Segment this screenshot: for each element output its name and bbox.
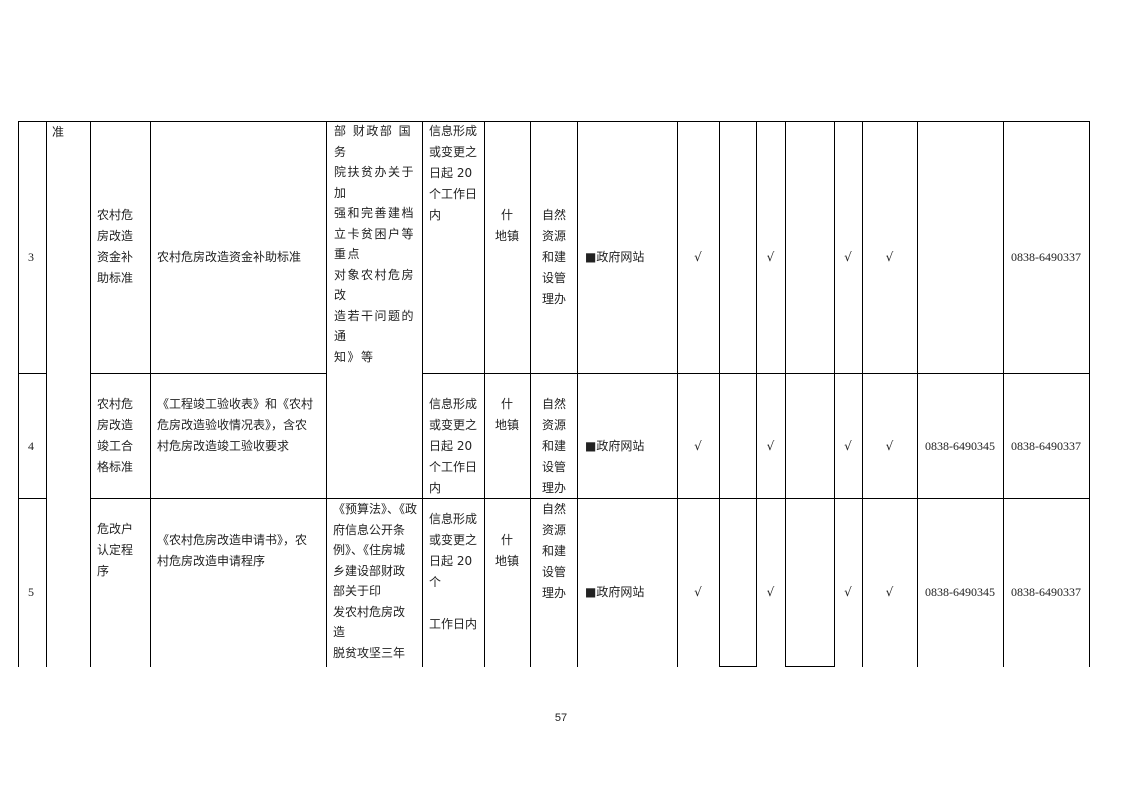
disclosure-subject: 什 地镇 (494, 208, 519, 243)
col-line (862, 121, 863, 667)
col-line (90, 121, 91, 667)
disclosure-time: 信息形成 或变更之 日起 20 个工作日 内 (429, 124, 478, 222)
col-line (917, 121, 918, 667)
col-line (422, 121, 423, 667)
phone-supervise: 0838-6490337 (1011, 585, 1081, 599)
item-content: 《农村危房改造申请书》，农 村危房改造申请程序 (157, 533, 308, 568)
legal-basis: 部 财政部 国 务 院扶贫办关于 加 强和完善建档 立卡贫困户等 重点 对象农村… (334, 124, 416, 364)
col-line (484, 121, 485, 667)
col-line (530, 121, 531, 667)
item-content: 《工程竣工验收表》和《农村 危房改造验收情况表》，含农 村危房改造竣工验收要求 (157, 397, 314, 453)
col-line (756, 121, 757, 667)
row-number: 5 (28, 585, 34, 599)
row-line-bottom (719, 666, 756, 667)
department: 自然 资源 和建 设管 理办 (542, 208, 567, 306)
col-line (834, 121, 835, 667)
phone-contact: 0838-6490345 (925, 439, 995, 453)
col-line (326, 121, 327, 667)
check-mark: √ (766, 585, 775, 599)
check-mark: √ (885, 439, 894, 453)
phone-supervise: 0838-6490337 (1011, 250, 1081, 264)
row-line (90, 498, 1090, 499)
item-name: 危改户 认定程 序 (97, 522, 134, 578)
row-number: 3 (28, 250, 34, 264)
disclosure-channel: ■政府网站 (585, 585, 645, 599)
check-mark: √ (844, 585, 852, 599)
table-top-border (18, 121, 1090, 122)
col-line (46, 121, 47, 667)
department: 自然 资源 和建 设管 理办 (542, 397, 567, 495)
check-mark: √ (885, 250, 894, 264)
col-line (677, 121, 678, 667)
item-name: 农村危 房改造 资金补 助标准 (97, 208, 134, 285)
page-number: 57 (554, 712, 568, 724)
category-label: 准 (52, 125, 65, 139)
row-line (90, 373, 326, 374)
item-name: 农村危 房改造 竣工合 格标准 (97, 397, 134, 474)
check-mark: √ (766, 250, 775, 264)
col-line (150, 121, 151, 667)
row-line (18, 498, 46, 499)
legal-basis: 《预算法》、《政 府信息公开条 例》、《住房城 乡建设部财政 部关于印 发农村危… (333, 502, 418, 660)
phone-contact: 0838-6490345 (925, 585, 995, 599)
check-mark: √ (694, 250, 702, 264)
row-line (18, 373, 46, 374)
col-line (18, 121, 19, 667)
disclosure-time: 信息形成 或变更之 日起 20 个 工作日内 (429, 512, 478, 631)
item-content: 农村危房改造资金补助标准 (157, 250, 302, 264)
col-line (785, 121, 786, 667)
col-line (577, 121, 578, 667)
check-mark: √ (844, 250, 852, 264)
phone-supervise: 0838-6490337 (1011, 439, 1081, 453)
check-mark: √ (694, 439, 702, 453)
row-line (422, 373, 1090, 374)
department: 自然 资源 和建 设管 理办 (542, 502, 567, 600)
disclosure-subject: 什 地镇 (494, 533, 519, 568)
disclosure-subject: 什 地镇 (494, 397, 519, 432)
col-line (1003, 121, 1004, 667)
check-mark: √ (885, 585, 894, 599)
disclosure-channel: ■政府网站 (585, 439, 645, 453)
row-number: 4 (28, 439, 34, 453)
check-mark: √ (844, 439, 852, 453)
col-line (1089, 121, 1090, 667)
check-mark: √ (766, 439, 775, 453)
col-line (719, 121, 720, 667)
row-line-bottom (785, 666, 834, 667)
check-mark: √ (694, 585, 702, 599)
disclosure-time: 信息形成 或变更之 日起 20 个工作日 内 (429, 397, 478, 495)
disclosure-channel: ■政府网站 (585, 250, 645, 264)
